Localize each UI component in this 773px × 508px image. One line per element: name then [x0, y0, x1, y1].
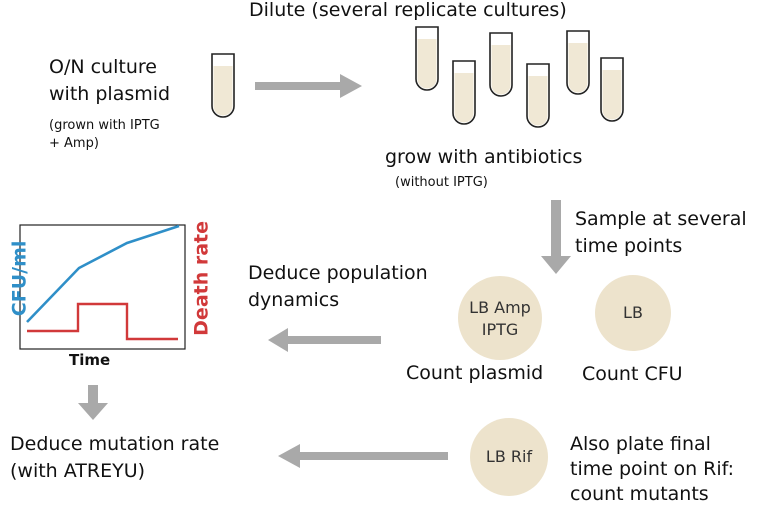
population-label: dynamics — [248, 289, 340, 311]
replicate-tube-icon — [452, 60, 476, 125]
grow-label: grow with antibiotics — [385, 146, 583, 168]
arrow-left-icon — [278, 444, 448, 468]
graph-frame — [19, 224, 186, 350]
overnight-culture-label: O/N culture — [49, 56, 157, 78]
plate-amp-label: LB Amp — [469, 298, 531, 317]
population-graph — [19, 224, 186, 350]
arrow-left-icon — [268, 328, 381, 352]
plate-lb — [595, 275, 671, 351]
arrow-down-icon — [78, 385, 108, 420]
arrow-down-icon — [541, 200, 571, 274]
replicate-tubes — [415, 26, 624, 128]
cfu-curve — [26, 224, 180, 323]
replicate-tube-icon — [489, 32, 513, 97]
replicate-tube-icon — [415, 26, 439, 91]
count-plasmid-label: Count plasmid — [406, 362, 544, 384]
arrow-right-icon — [255, 74, 362, 98]
mutation-label: Deduce mutation rate — [10, 433, 220, 455]
population-label: Deduce population — [248, 262, 428, 284]
overnight-tube-icon — [211, 53, 235, 118]
overnight-culture-note: + Amp) — [49, 136, 99, 151]
grow-note: (without IPTG) — [395, 175, 488, 190]
sample-label: Sample at several — [575, 208, 747, 230]
rif-note: count mutants — [570, 483, 709, 505]
overnight-culture-note: (grown with IPTG — [49, 118, 160, 133]
count-cfu-label: Count CFU — [582, 363, 683, 385]
mutation-label: (with ATREYU) — [10, 460, 146, 482]
plate-rif-label: LB Rif — [485, 447, 533, 466]
rif-note: Also plate final — [570, 433, 711, 455]
replicate-tube-icon — [566, 30, 590, 95]
graph-y-label-cfu: CFU/ml — [8, 240, 31, 317]
sample-label: time points — [575, 235, 683, 257]
plate-rif — [470, 418, 548, 496]
overnight-culture-label: with plasmid — [49, 83, 171, 105]
rif-note: time point on Rif: — [570, 458, 735, 480]
replicate-tube-icon — [600, 57, 624, 122]
dilute-label: Dilute (several replicate cultures) — [249, 0, 567, 21]
plate-lb-label: LB — [623, 303, 643, 322]
death-rate-curve — [27, 302, 178, 341]
graph-x-label: Time — [69, 351, 111, 369]
plate-amp-label: IPTG — [481, 320, 519, 339]
replicate-tube-icon — [526, 63, 550, 128]
plate-amp-iptg — [458, 276, 542, 360]
graph-y-label-death: Death rate — [190, 220, 213, 336]
